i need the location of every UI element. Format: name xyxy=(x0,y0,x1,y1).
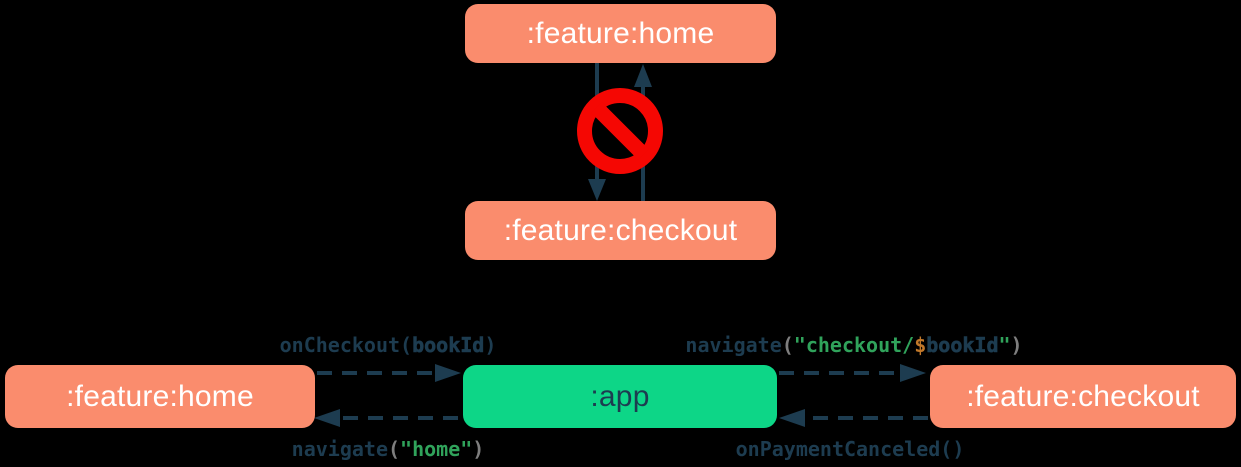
module-label: :app xyxy=(590,379,650,413)
nav-arrow-app-to-home-head xyxy=(314,409,340,427)
module-label: :feature:home xyxy=(526,16,715,50)
module-box-feature-checkout-top: :feature:checkout xyxy=(465,201,776,260)
module-label: :feature:checkout xyxy=(966,379,1200,413)
event-arrow-home-to-app-head xyxy=(435,364,461,382)
arrow-home-to-checkout-head xyxy=(588,179,606,201)
label-on-checkout: onCheckout(bookId) xyxy=(279,333,497,358)
label-navigate-home: navigate("home") xyxy=(291,437,485,461)
nav-arrow-app-to-checkout-head xyxy=(900,364,926,382)
module-box-app: :app xyxy=(463,365,777,428)
no-entry-icon xyxy=(577,88,663,174)
arrow-checkout-to-home-head xyxy=(634,64,652,87)
event-arrow-checkout-to-app-head xyxy=(779,409,805,427)
label-navigate-checkout: navigate("checkout/$bookId") xyxy=(685,333,1023,358)
module-box-feature-home-top: :feature:home xyxy=(465,4,776,63)
module-label: :feature:home xyxy=(66,379,254,413)
module-box-feature-checkout: :feature:checkout xyxy=(930,365,1236,428)
module-box-feature-home: :feature:home xyxy=(5,365,315,428)
module-label: :feature:checkout xyxy=(503,213,738,247)
label-on-payment-canceled: onPaymentCanceled() xyxy=(735,437,965,461)
